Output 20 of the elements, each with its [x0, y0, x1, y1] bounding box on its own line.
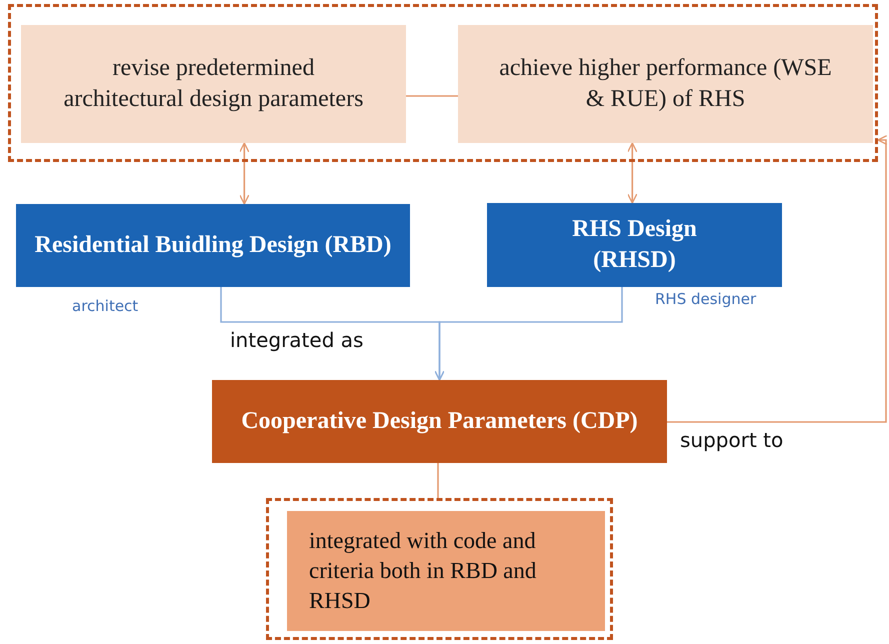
connector-arrow: [239, 142, 250, 205]
role-label: RHS designer: [655, 290, 756, 308]
role-label: architect: [72, 297, 138, 315]
process-box: [487, 203, 782, 287]
process-box: [458, 25, 873, 143]
process-box: [21, 25, 406, 143]
connector-arrow: [434, 287, 623, 381]
process-box: [16, 204, 410, 287]
box-text: Residential Buidling Design (RBD): [34, 230, 392, 260]
box-text: achieve higher performance (WSE & RUE) of RHS: [498, 54, 833, 114]
box-text: RHS Design (RHSD): [571, 214, 698, 275]
connector-arrow: [667, 134, 888, 423]
connector-arrow: [627, 142, 638, 204]
box-text: Cooperative Design Parameters (CDP): [240, 406, 639, 436]
process-box: [287, 511, 605, 631]
dashed-group-frame: [266, 498, 613, 640]
box-text: integrated with code and criteria both in RBD and RHSD: [308, 527, 538, 615]
dashed-group-frame: [8, 4, 878, 162]
process-box: [212, 380, 667, 463]
box-text: revise predetermined architectural design parameters: [62, 54, 364, 114]
